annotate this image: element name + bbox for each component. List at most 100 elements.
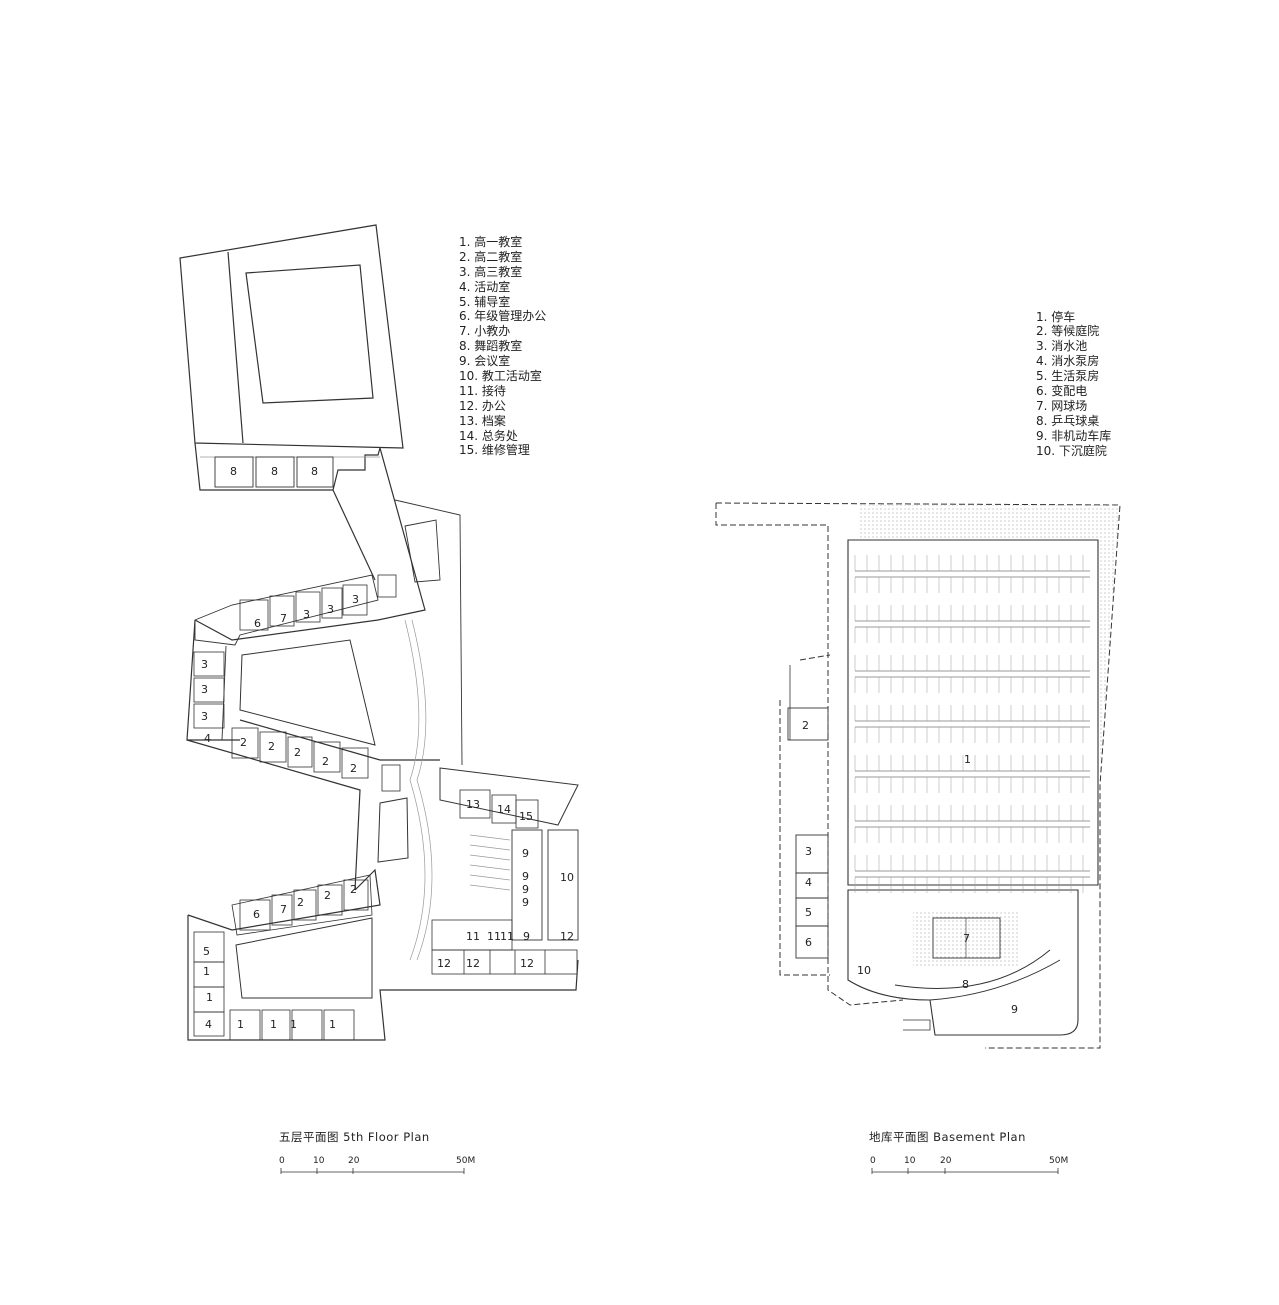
room-label: 8: [962, 978, 969, 991]
top-court-block: [179, 224, 404, 449]
legend-item: 3. 高三教室: [459, 264, 522, 279]
legend-item: 9. 会议室: [459, 353, 510, 368]
legend-item: 7. 小教办: [459, 323, 510, 338]
room-label: 5: [203, 945, 210, 958]
fifth-floor-plan: [179, 224, 579, 1041]
legend-item: 1. 高一教室: [459, 234, 522, 249]
room-label: 2: [240, 736, 247, 749]
diagonal-link: [194, 447, 463, 766]
sunken-court: [847, 889, 1079, 1036]
legend-item: 13. 档案: [459, 413, 506, 428]
legend-item: 7. 网球场: [1036, 399, 1087, 413]
room-label: 2: [350, 762, 357, 775]
legend-item: 15. 维修管理: [459, 442, 530, 457]
room-label: 7: [280, 612, 287, 625]
scale-tick-label: 0: [279, 1156, 285, 1166]
legend-item: 4. 消水泵房: [1036, 353, 1099, 368]
service-rooms: [787, 665, 829, 959]
room-label: 2: [350, 883, 357, 896]
scale-tick-label: 10: [313, 1156, 325, 1166]
room-label: 12: [437, 957, 451, 970]
room-label: 5: [805, 906, 812, 919]
office-wing: [431, 767, 579, 975]
room-label: 2: [268, 740, 275, 753]
lower-grade2-wing: [187, 868, 381, 936]
room-label: 3: [201, 683, 208, 696]
legend-item: 10. 教工活动室: [459, 368, 542, 383]
upper-courtyard: [239, 639, 376, 746]
fifth-floor-scale-bar: 0 10 20 50M: [279, 1156, 475, 1174]
basement-scale-bar: 0 10 20 50M: [870, 1156, 1068, 1174]
legend-item: 4. 活动室: [459, 279, 510, 294]
room-label: 9: [1011, 1003, 1018, 1016]
room-label: 9: [522, 896, 529, 909]
room-label: 6: [805, 936, 812, 949]
room-label: 2: [297, 896, 304, 909]
room-label: 2: [802, 719, 809, 732]
room-label: 1: [206, 991, 213, 1004]
grade2-wing: [186, 719, 440, 891]
scale-tick-label: 0: [870, 1156, 876, 1166]
room-label: 9: [522, 870, 529, 883]
legend-item: 2. 等候庭院: [1036, 323, 1099, 338]
legend-item: 9. 非机动车库: [1036, 428, 1111, 443]
room-label: 8: [311, 465, 318, 478]
dance-wing: [194, 442, 381, 491]
central-courtyard: [377, 619, 511, 961]
legend-item: 6. 变配电: [1036, 383, 1087, 398]
legend-item: 1. 停车: [1036, 309, 1075, 324]
room-label: 3: [805, 845, 812, 858]
legend-item: 5. 生活泵房: [1036, 368, 1099, 383]
legend-item: 11. 接待: [459, 383, 506, 398]
basement-caption: 地库平面图 Basement Plan: [869, 1130, 1026, 1144]
parking-hall: [847, 539, 1099, 886]
scale-tick-label: 20: [940, 1156, 952, 1166]
room-label: 9: [522, 847, 529, 860]
legend-item: 2. 高二教室: [459, 249, 522, 264]
basement-legend: 1. 停车 2. 等候庭院 3. 消水池 4. 消水泵房 5. 生活泵房 6. …: [1036, 309, 1111, 458]
legend-item: 10. 下沉庭院: [1036, 443, 1107, 458]
room-label: 12: [560, 930, 574, 943]
fifth-floor-caption: 五层平面图 5th Floor Plan: [279, 1130, 430, 1144]
room-label: 1: [237, 1018, 244, 1031]
room-label: 11: [466, 930, 480, 943]
legend-item: 8. 舞蹈教室: [459, 338, 522, 353]
room-label: 6: [253, 908, 260, 921]
room-label: 3: [352, 593, 359, 606]
legend-item: 8. 乒乓球桌: [1036, 414, 1099, 428]
room-label: 3: [303, 608, 310, 621]
room-label: 10: [560, 871, 574, 884]
room-label: 1: [964, 753, 971, 766]
room-label: 2: [322, 755, 329, 768]
room-label: 11: [500, 930, 514, 943]
room-label: 7: [963, 932, 970, 945]
legend-item: 6. 年级管理办公: [459, 308, 546, 323]
room-label: 1: [203, 965, 210, 978]
grade3-wing: [194, 574, 397, 646]
scale-tick-label: 50M: [456, 1156, 475, 1166]
legend-item: 12. 办公: [459, 398, 506, 413]
room-label: 8: [230, 465, 237, 478]
room-label: 3: [327, 603, 334, 616]
room-label: 3: [201, 710, 208, 723]
room-label: 10: [857, 964, 871, 977]
room-label: 2: [294, 746, 301, 759]
room-label: 4: [805, 876, 812, 889]
room-label: 14: [497, 803, 511, 816]
room-label: 12: [520, 957, 534, 970]
room-label: 13: [466, 798, 480, 811]
room-label: 11: [487, 930, 501, 943]
room-label: 1: [270, 1018, 277, 1031]
lower-left-wing: [187, 915, 579, 1041]
legend-item: 14. 总务处: [459, 428, 518, 443]
parking-rows: [854, 555, 1090, 893]
fifth-floor-room-labels: 8 8 8 6 7 3 3 3 3 3 3 4 2 2 2 2 2 13 14 …: [201, 465, 574, 1031]
room-label: 8: [271, 465, 278, 478]
room-label: 4: [205, 1018, 212, 1031]
room-label: 2: [324, 889, 331, 902]
room-label: 1: [290, 1018, 297, 1031]
room-label: 4: [204, 732, 211, 745]
scale-tick-label: 50M: [1049, 1156, 1068, 1166]
room-label: 3: [201, 658, 208, 671]
scale-tick-label: 20: [348, 1156, 360, 1166]
